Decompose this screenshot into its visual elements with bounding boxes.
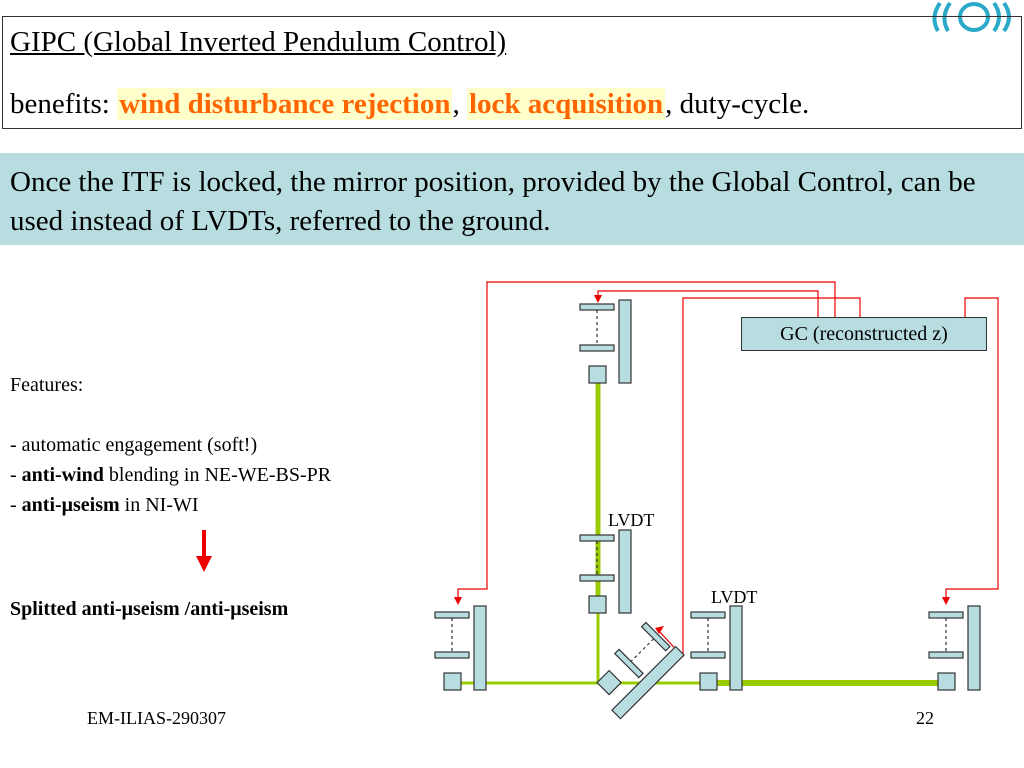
virgo-logo-icon (932, 1, 1011, 33)
pendulum-north-top (579, 299, 632, 384)
signal-line-bs (682, 297, 861, 657)
benefits-prefix: benefits: (10, 88, 118, 120)
feature-item: - automatic engagement (soft!) (10, 434, 258, 456)
arrowhead-icon (454, 597, 462, 605)
signal-lines (457, 281, 999, 657)
signal-line-east (945, 297, 999, 601)
down-arrow-icon (196, 530, 212, 572)
lvdt-label: LVDT (608, 510, 655, 530)
signal-line-west (457, 281, 836, 601)
conclusion-text: Splitted anti-μseism /anti-μseism (10, 598, 289, 620)
feature-text: in NI-WI (119, 494, 199, 516)
feature-anti-museism: anti-μseism (21, 494, 120, 516)
gc-reconstructed-z-box: GC (reconstructed z) (741, 317, 987, 351)
beam-splitter-pendulum (596, 621, 685, 720)
benefit-separator: , (665, 88, 680, 120)
pendulum-north-mid (579, 529, 632, 614)
title-box (2, 16, 1022, 129)
benefit-wind-rejection: wind disturbance rejection (117, 88, 453, 120)
arrowhead-icon (942, 597, 950, 605)
lvdt-label: LVDT (711, 587, 758, 607)
arrowhead-icon (655, 626, 664, 634)
pendulum-center-east (690, 605, 743, 691)
note-text: Once the ITF is locked, the mirror posit… (10, 166, 976, 237)
virgo-logo (928, 0, 1020, 34)
benefit-lock-acquisition: lock acquisition (466, 88, 666, 120)
pendulum-east (928, 605, 981, 691)
feature-bullet: - (10, 494, 22, 516)
feature-item: - anti-μseism in NI-WI (10, 490, 331, 520)
benefits-line: benefits: wind disturbance rejection, lo… (10, 88, 809, 121)
feature-item: - anti-wind blending in NE-WE-BS-PR (10, 460, 331, 490)
feature-text: blending in NE-WE-BS-PR (103, 464, 332, 486)
laser-beams (460, 383, 946, 686)
pendulum-west (434, 605, 487, 691)
slide-title: GIPC (Global Inverted Pendulum Control) (10, 26, 507, 58)
footer-label: EM-ILIAS-290307 (87, 708, 226, 728)
feature-bullet: - (10, 464, 22, 486)
features-heading: Features: (10, 374, 84, 396)
benefit-separator: , (452, 88, 467, 120)
page-number: 22 (916, 708, 934, 728)
arrowhead-icon (594, 295, 602, 303)
note-box (0, 153, 1024, 245)
features-list: Features: - automatic engagement (soft!)… (10, 370, 331, 520)
feature-anti-wind: anti-wind (21, 464, 104, 486)
signal-arrowheads (454, 295, 950, 634)
benefit-duty-cycle: duty-cycle. (679, 88, 810, 120)
